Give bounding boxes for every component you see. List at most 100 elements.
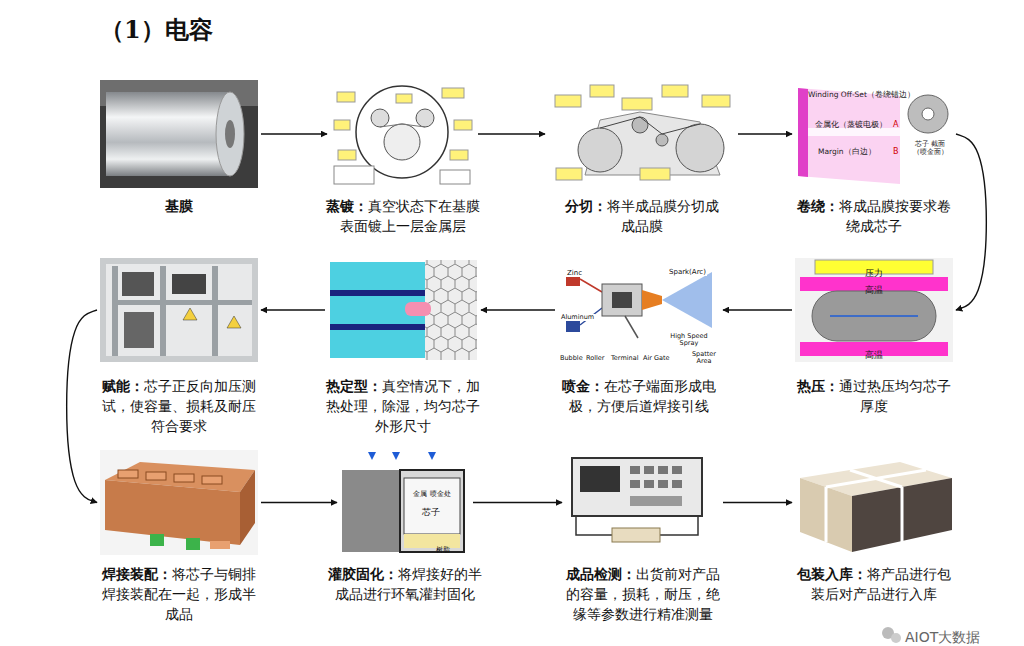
label-box: Margin（白边）: [818, 139, 876, 158]
callout-letter: A: [893, 120, 898, 129]
winding-figure: [798, 88, 808, 177]
evaporation-schematic: [330, 80, 475, 188]
part-label: Spatter Area: [688, 351, 720, 366]
label-box: Zinc: [566, 260, 583, 279]
label-box: 高温: [800, 278, 948, 297]
watermark: AIOT大数据: [905, 629, 980, 645]
potting-figure: [368, 452, 376, 460]
potting-figure: [392, 452, 400, 460]
label-box: A: [893, 112, 898, 131]
caption-text: 分切：将半成品膜分切成成品膜: [563, 196, 721, 236]
evaporation-schematic: [440, 170, 470, 184]
part-label: Spark(Arc): [668, 268, 707, 276]
label-box: B: [893, 139, 899, 158]
slitting-schematic: [548, 80, 735, 188]
slitting-schematic: [548, 80, 735, 188]
part-label: Roller: [585, 355, 605, 362]
aging-machine-photo: [160, 266, 166, 356]
heat-setting-figure: [330, 262, 425, 290]
part-label: 压力: [865, 268, 883, 278]
step-name: 成品检测：: [566, 566, 636, 582]
assembly-figure: [174, 474, 194, 482]
heat-setting-figure: [425, 260, 477, 360]
step-name: 喷金：: [562, 378, 604, 394]
evaporation-schematic: [334, 166, 374, 184]
step-name: 灌胶固化：: [328, 566, 398, 582]
part-label: Terminal: [610, 355, 639, 362]
tester-figure: [630, 496, 682, 506]
evaporation-schematic: [356, 86, 448, 178]
slitting-schematic: [590, 85, 614, 97]
potting-figure: [428, 452, 436, 460]
aging-machine-photo: [106, 264, 252, 356]
label-box: Terminal: [610, 345, 639, 364]
tester-figure: [565, 450, 720, 555]
film-roll-photo: [106, 92, 230, 176]
evaporation-schematic: [416, 109, 434, 127]
assembly-figure: [202, 476, 222, 484]
winding-figure: [908, 95, 948, 133]
process-step: 成品检测：出货前对产品的容量，损耗，耐压，绝缘等参数进行精准测量: [565, 450, 720, 555]
evaporation-schematic: [330, 80, 475, 188]
flow-arrow: [723, 309, 792, 310]
part-label: 芯子: [422, 507, 440, 517]
tester-figure: [644, 480, 654, 488]
tester-figure: [644, 466, 654, 474]
process-step: 灌胶固化：将焊接好的半成品进行环氧灌封固化: [340, 450, 470, 555]
part-label: Aluminum: [560, 314, 595, 321]
tester-figure: [572, 458, 702, 516]
caption-text: 灌胶固化：将焊接好的半成品进行环氧灌封固化: [326, 564, 484, 604]
aging-machine-photo: [100, 258, 258, 362]
part-label: Bubble: [559, 355, 584, 362]
assembly-figure: [100, 450, 258, 555]
carton-figure: [795, 450, 953, 555]
winding-figure: [922, 108, 934, 120]
step-caption: 包装入库：将产品进行包装后对产品进行入库: [795, 564, 953, 604]
heat-setting-figure: [405, 302, 431, 316]
slitting-schematic: [640, 168, 670, 180]
heat-setting-figure: [328, 258, 478, 362]
aging-machine-photo: [100, 258, 258, 362]
step-caption: 成品检测：出货前对产品的容量，损耗，耐压，绝缘等参数进行精准测量: [564, 564, 722, 624]
potting-figure: [342, 470, 400, 552]
slitting-schematic: [662, 85, 688, 97]
carton-figure: [800, 478, 852, 552]
arc-spray-figure: [558, 258, 720, 362]
step-description: 将成品膜按要求卷绕成芯子: [839, 198, 951, 234]
winding-figure: [795, 80, 953, 188]
step-description: 将半成品膜分切成成品膜: [607, 198, 719, 234]
tester-figure: [672, 480, 682, 488]
flow-arrow: [67, 310, 97, 503]
aging-machine-photo: [122, 272, 154, 296]
heat-setting-figure: [330, 290, 425, 296]
tester-figure: [672, 466, 682, 474]
watermark-icon: [882, 627, 901, 643]
slitting-schematic: [676, 124, 724, 172]
evaporation-schematic: [371, 109, 389, 127]
heat-setting-figure: [330, 324, 425, 330]
part-label: 高温: [865, 350, 883, 360]
flow-arrow: [481, 309, 555, 310]
evaporation-schematic: [380, 124, 425, 127]
part-label: High Speed Spray: [668, 333, 710, 348]
assembly-figure: [186, 538, 200, 550]
aging-machine-photo: [124, 312, 154, 348]
evaporation-schematic: [384, 124, 420, 160]
arc-spray-figure: [602, 284, 642, 316]
callout-label: 芯子 截面（喷金面）: [910, 140, 950, 156]
potting-figure: [340, 450, 470, 555]
winding-figure: [798, 88, 900, 184]
flow-arrow: [723, 502, 792, 503]
aging-machine-photo: [227, 316, 241, 328]
step-caption: 热压：通过热压均匀芯子厚度: [795, 376, 953, 416]
process-step: 分切：将半成品膜分切成成品膜: [548, 80, 735, 188]
caption-text: 包装入库：将产品进行包装后对产品进行入库: [795, 564, 953, 604]
flow-arrow: [738, 133, 792, 134]
part-label: 高温: [865, 285, 883, 295]
label-box: Roller: [585, 345, 605, 364]
tester-figure: [660, 516, 698, 535]
part-label: 金属 喷金处: [413, 490, 450, 498]
arc-spray-figure: [625, 316, 638, 338]
part-label: Zinc: [566, 269, 583, 277]
flow-arrow: [261, 502, 337, 503]
